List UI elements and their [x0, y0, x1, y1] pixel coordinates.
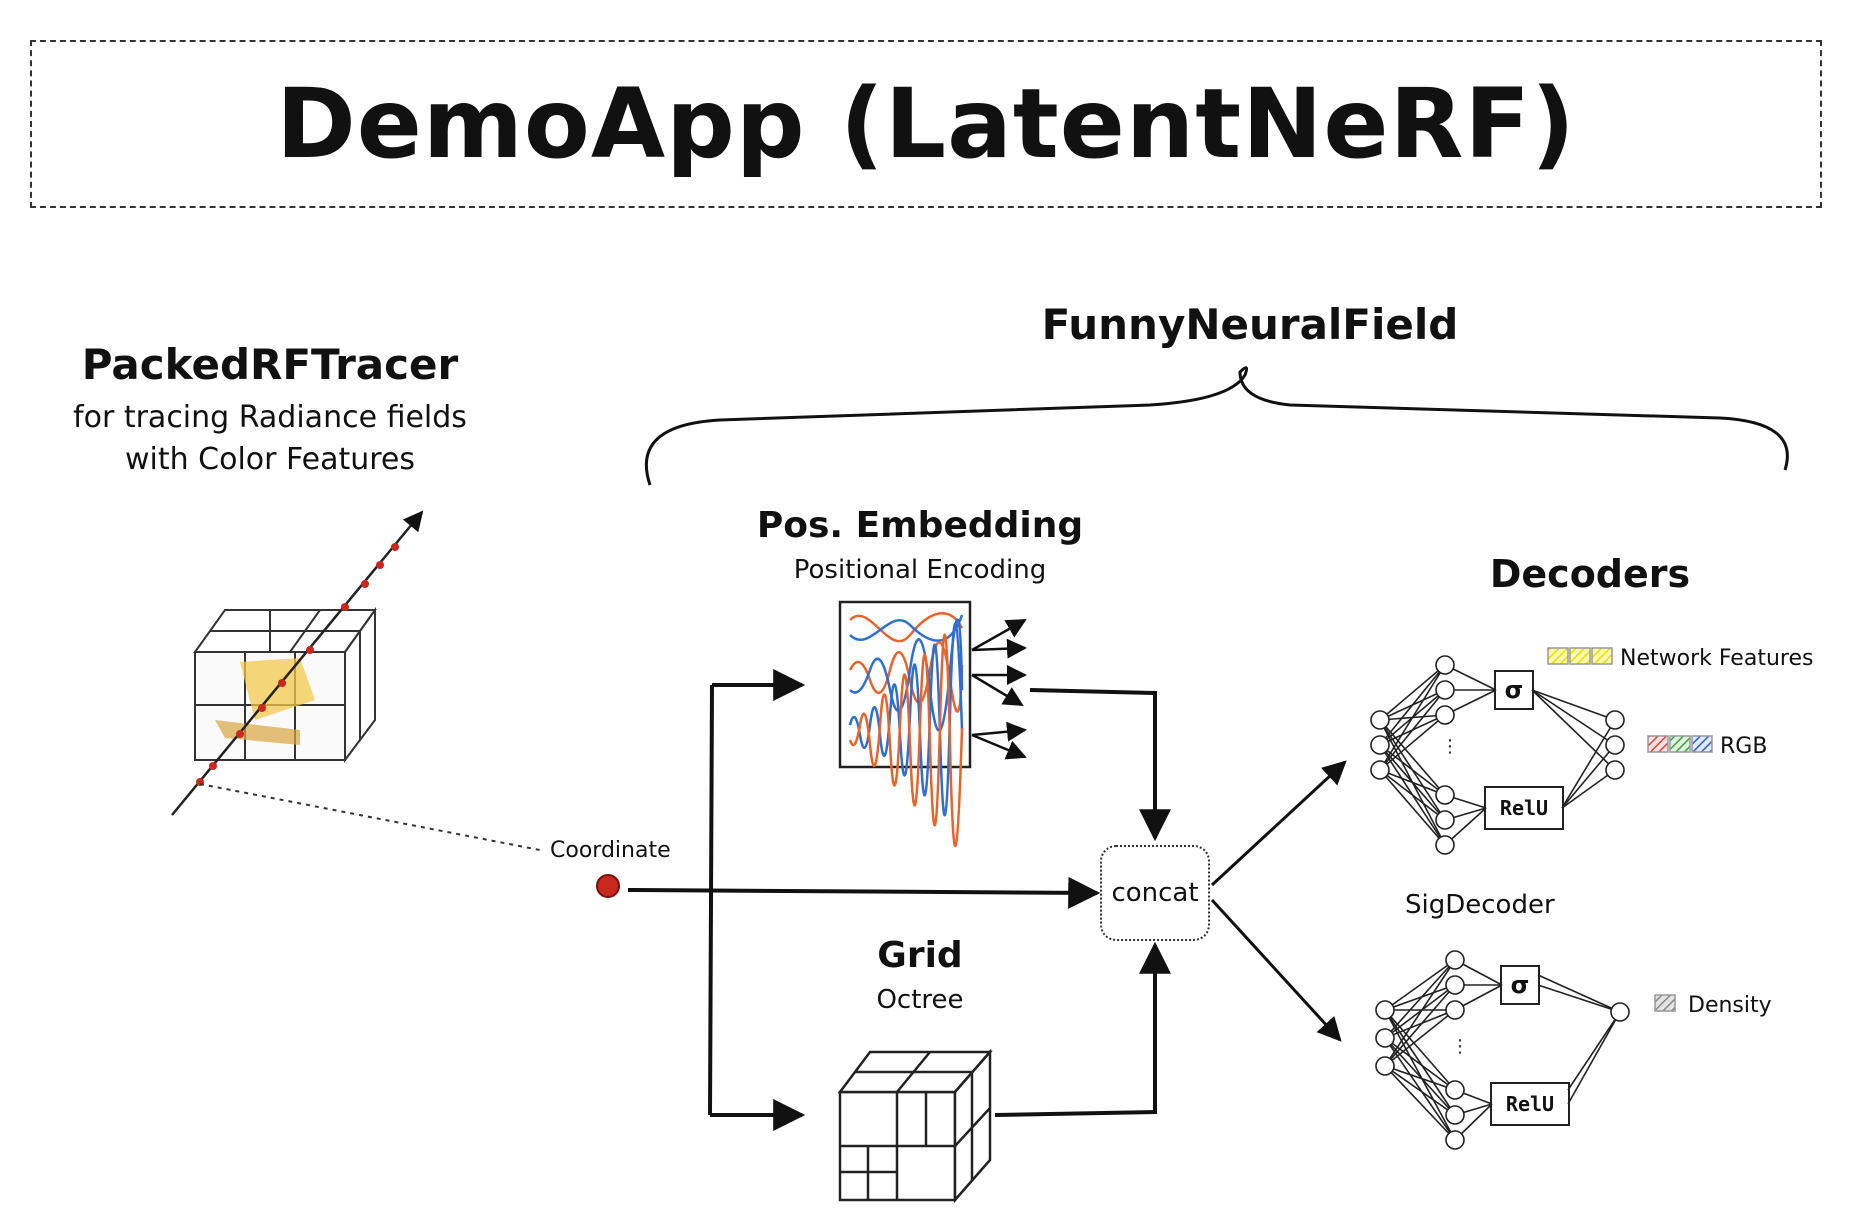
- field-name: FunnyNeuralField: [1041, 300, 1459, 349]
- sig-decoder-label: SigDecoder: [1405, 890, 1555, 920]
- grid-subtitle: Octree: [876, 985, 964, 1015]
- svg-text:⋮: ⋮: [1451, 1036, 1469, 1057]
- concat-to-rgb-decoder-arrow: [1210, 760, 1347, 887]
- diagram-title: DemoApp (LatentNeRF): [276, 68, 1576, 180]
- tracer-desc-line1: for tracing Radiance fields: [73, 400, 467, 435]
- legend-network-swatch: [1547, 647, 1613, 665]
- grid-title: Grid: [877, 935, 963, 976]
- pos-embedding-title: Pos. Embedding: [756, 505, 1084, 546]
- legend-density-swatch: [1654, 994, 1676, 1012]
- decoders-title: Decoders: [1489, 552, 1691, 596]
- coordinate-dot: [596, 874, 620, 898]
- rgb-sigma-box: σ: [1494, 670, 1534, 710]
- svg-text:⋮: ⋮: [1441, 736, 1459, 757]
- field-brace: [644, 366, 1789, 486]
- tracer-name: PackedRFTracer: [81, 340, 459, 389]
- concat-to-sig-decoder-arrow: [1210, 898, 1342, 1042]
- legend-network-features: Network Features: [1620, 646, 1814, 671]
- legend-density: Density: [1688, 993, 1772, 1018]
- rgb-relu-label: RelU: [1499, 796, 1549, 820]
- coordinate-label: Coordinate: [550, 838, 671, 863]
- concat-label: concat: [1111, 878, 1199, 908]
- grid-to-concat-arrow: [994, 941, 1171, 1117]
- octree-cube: [837, 1048, 993, 1204]
- title-frame: [30, 40, 1822, 208]
- splitter-line: [708, 684, 714, 1116]
- rgb-decoder-network: ⋮: [1370, 655, 1625, 855]
- embedding-to-concat-arrow: [1029, 688, 1171, 842]
- pos-embedding-subtitle: Positional Encoding: [793, 555, 1047, 585]
- coordinate-leader: [199, 783, 541, 851]
- sig-relu-label: RelU: [1505, 1092, 1555, 1116]
- coord-to-concat-arrow: [627, 876, 1101, 909]
- rgb-sigma-label: σ: [1504, 676, 1524, 704]
- sig-sigma-label: σ: [1510, 971, 1530, 999]
- sig-decoder-network: ⋮: [1375, 950, 1630, 1150]
- embedding-output-arrows: [971, 618, 1027, 760]
- legend-rgb-swatch: [1647, 735, 1713, 753]
- sig-relu-box: RelU: [1490, 1082, 1570, 1126]
- legend-rgb: RGB: [1720, 734, 1768, 759]
- positional-encoding-panel: [838, 600, 972, 847]
- tracer-cube: [193, 606, 377, 763]
- concat-node: concat: [1100, 845, 1210, 941]
- tracer-desc-line2: with Color Features: [124, 442, 416, 477]
- ray-sample-points: [196, 543, 399, 786]
